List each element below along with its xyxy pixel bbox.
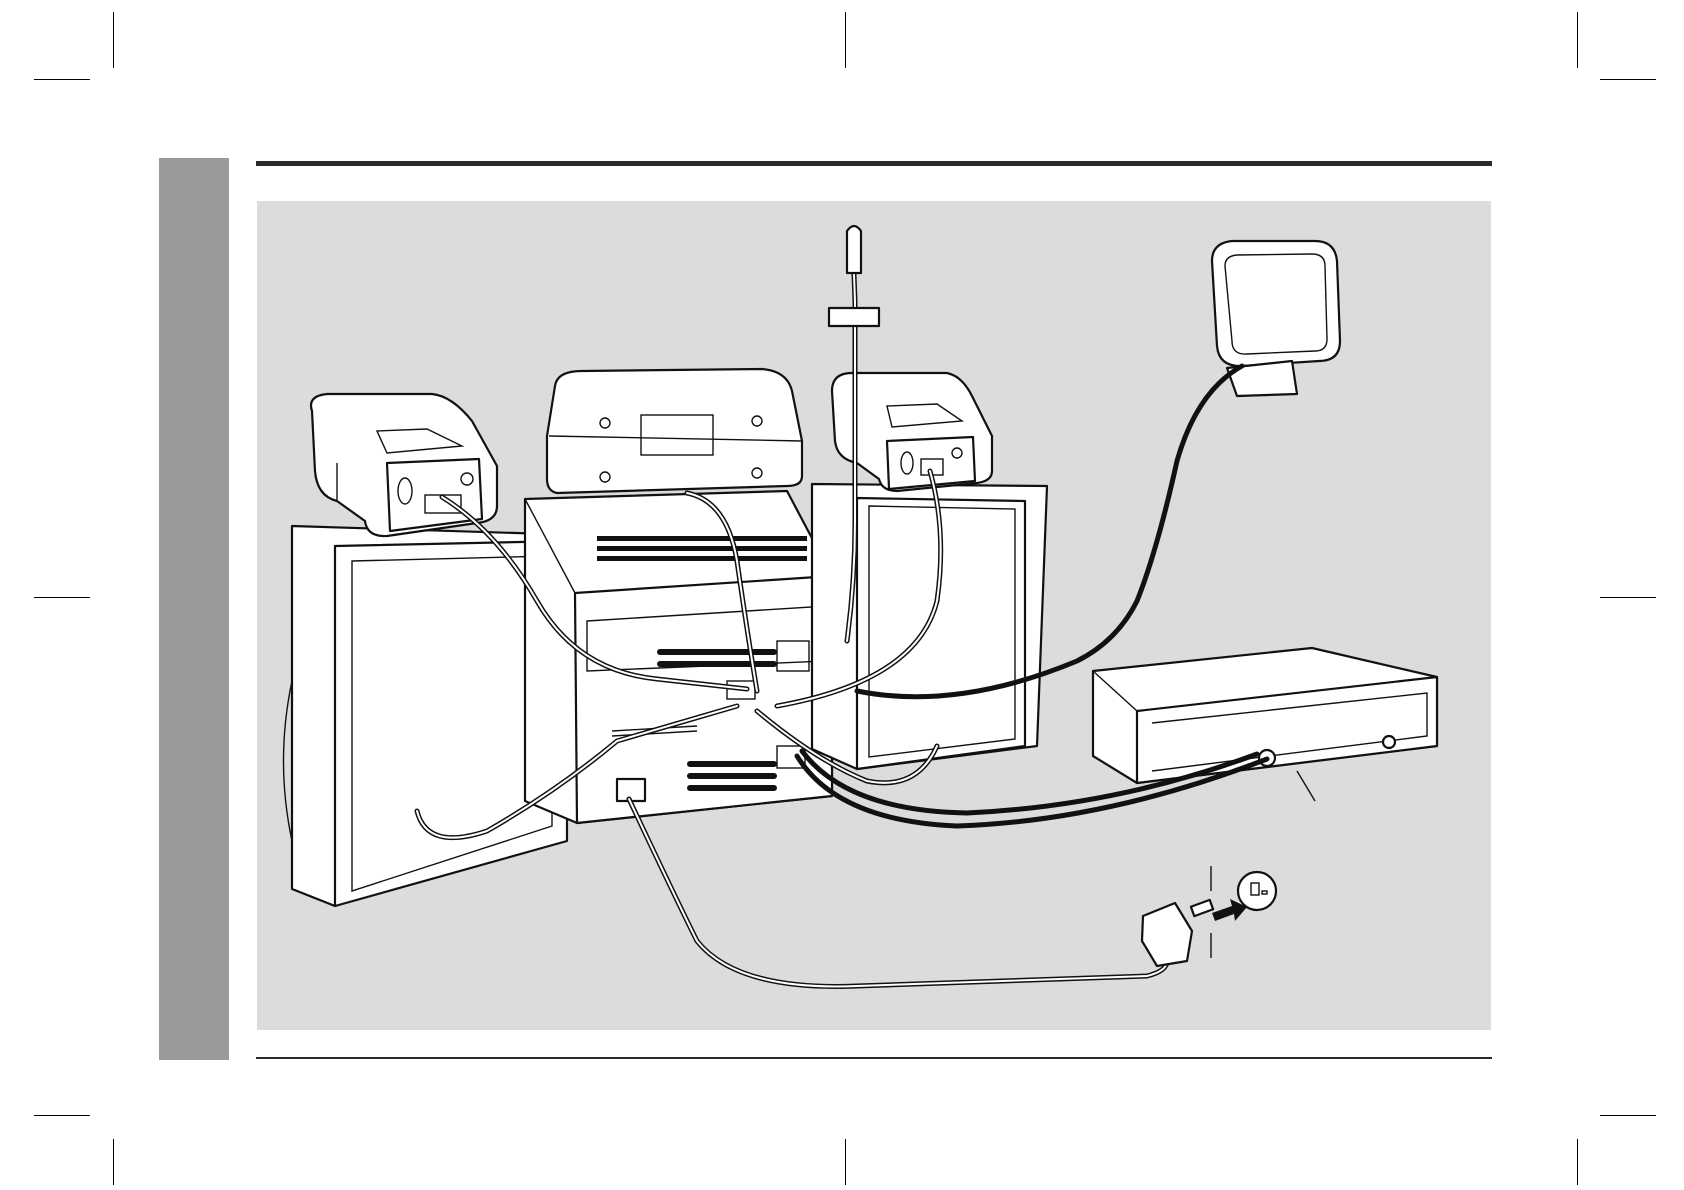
crop-mark [113, 12, 114, 68]
main-unit [525, 369, 832, 823]
side-tab [159, 158, 229, 1060]
plug-icon [1142, 900, 1213, 966]
crop-mark [34, 1115, 90, 1116]
crop-mark [845, 12, 846, 68]
subwoofer [1093, 648, 1437, 783]
wall-socket [1238, 872, 1276, 910]
crop-mark [34, 79, 90, 80]
crop-mark [1577, 1139, 1578, 1185]
crop-mark [845, 1139, 846, 1185]
crop-mark [1600, 79, 1656, 80]
crop-mark [1600, 597, 1656, 598]
crop-mark [1600, 1115, 1656, 1116]
crop-mark [1577, 12, 1578, 68]
header-rule [256, 161, 1492, 166]
crop-mark [113, 1139, 114, 1185]
crop-mark [34, 597, 90, 598]
connection-diagram [257, 201, 1491, 1030]
footer-rule [256, 1057, 1492, 1059]
